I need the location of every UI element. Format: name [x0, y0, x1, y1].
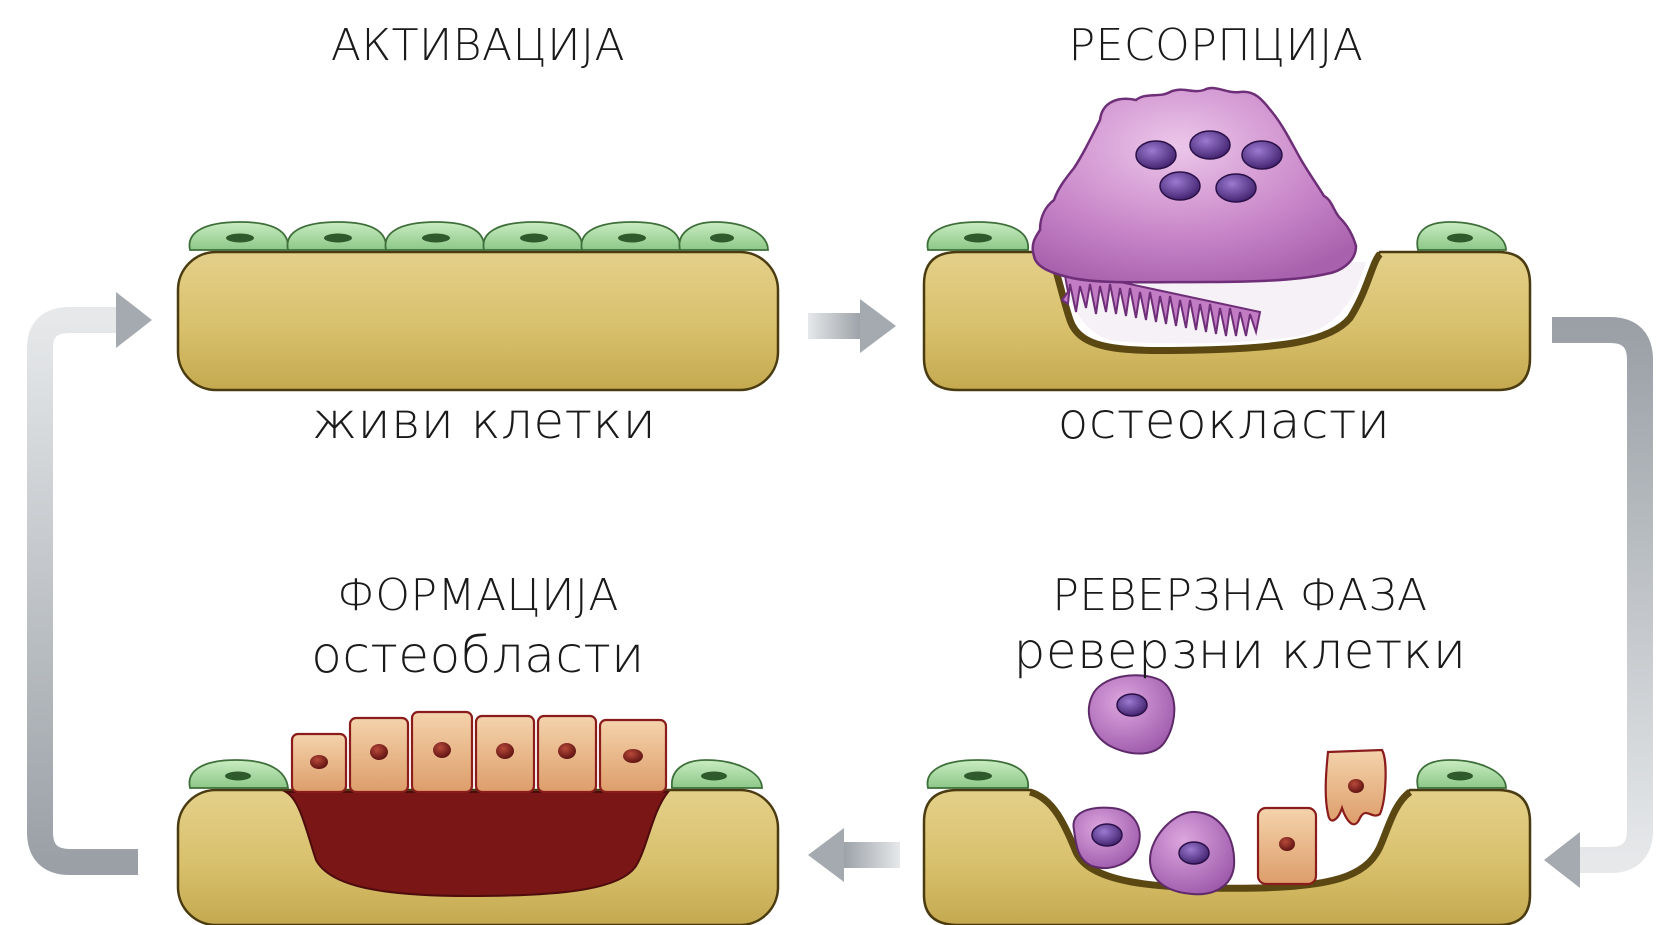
- arrow-reversal-to-formation-shaft: [842, 842, 900, 868]
- reversal-title: РЕВЕРЗНА ФАЗА: [1052, 570, 1428, 621]
- cycle-arrows: [27, 292, 1653, 888]
- lining-cell: [926, 221, 1029, 251]
- resorption-title: РЕСОРПЦИЈА: [1068, 20, 1364, 71]
- resorption-pit-edge: [1045, 251, 1383, 355]
- new-bone-matrix-osteoid: [282, 791, 671, 898]
- reversal-cell: [1072, 806, 1141, 869]
- osteoblast: [290, 732, 348, 794]
- lining-cell: [671, 759, 763, 789]
- osteoblast-row: [290, 710, 668, 794]
- preosteoblast-cell: [1256, 806, 1318, 886]
- reversal-pit-edge: [1028, 788, 1413, 892]
- resorption-panel: [922, 86, 1532, 392]
- arrowhead-into-reversal: [1544, 832, 1580, 888]
- lining-cell: [286, 221, 387, 251]
- formation-panel: [176, 710, 780, 925]
- nucleus: [1241, 140, 1283, 170]
- osteoblast: [410, 710, 474, 794]
- lining-cell: [580, 221, 681, 251]
- arrowhead-into-activation: [116, 292, 152, 348]
- lining-cell: [678, 221, 769, 251]
- formation-caption: остеобласти: [311, 626, 645, 684]
- activation-caption: живи клетки: [311, 392, 657, 450]
- reversal-caption: реверзни клетки: [1013, 622, 1467, 680]
- arrow-formation-to-activation: [27, 307, 138, 875]
- nucleus: [1215, 173, 1257, 203]
- lining-cell: [188, 759, 290, 789]
- lining-cell: [926, 759, 1029, 789]
- ruffled-border: [1060, 268, 1262, 337]
- lining-cells: [188, 221, 769, 251]
- lining-cell: [384, 221, 485, 251]
- osteoblast: [598, 718, 668, 794]
- osteoclast-nuclei: [1135, 130, 1283, 203]
- preosteoblast-cell-detaching: [1324, 748, 1387, 826]
- nucleus: [1159, 171, 1201, 201]
- reversal-cell-floating: [1087, 674, 1176, 755]
- reversal-cell: [1148, 810, 1236, 896]
- lining-cell: [188, 221, 289, 251]
- osteoblast: [474, 714, 536, 794]
- lining-cell: [482, 221, 583, 251]
- activation-title: АКТИВАЦИЈА: [330, 20, 626, 71]
- arrowhead-into-formation: [808, 828, 844, 882]
- nucleus: [1135, 140, 1177, 170]
- bone-block: [176, 250, 780, 392]
- arrow-activation-to-resorption-shaft: [808, 313, 862, 339]
- lining-cell: [1416, 759, 1507, 789]
- resorption-caption: остеокласти: [1057, 392, 1391, 450]
- activation-panel: [176, 221, 780, 392]
- reversal-panel: [922, 674, 1532, 925]
- osteoblast: [348, 716, 410, 794]
- lining-cell: [1416, 221, 1507, 251]
- arrowhead-into-resorption: [860, 299, 896, 353]
- formation-title: ФОРМАЦИЈА: [336, 570, 620, 621]
- nucleus: [1189, 130, 1231, 160]
- osteoblast: [536, 714, 598, 794]
- osteoclast: [1031, 86, 1358, 337]
- arrow-resorption-to-reversal: [1552, 317, 1653, 873]
